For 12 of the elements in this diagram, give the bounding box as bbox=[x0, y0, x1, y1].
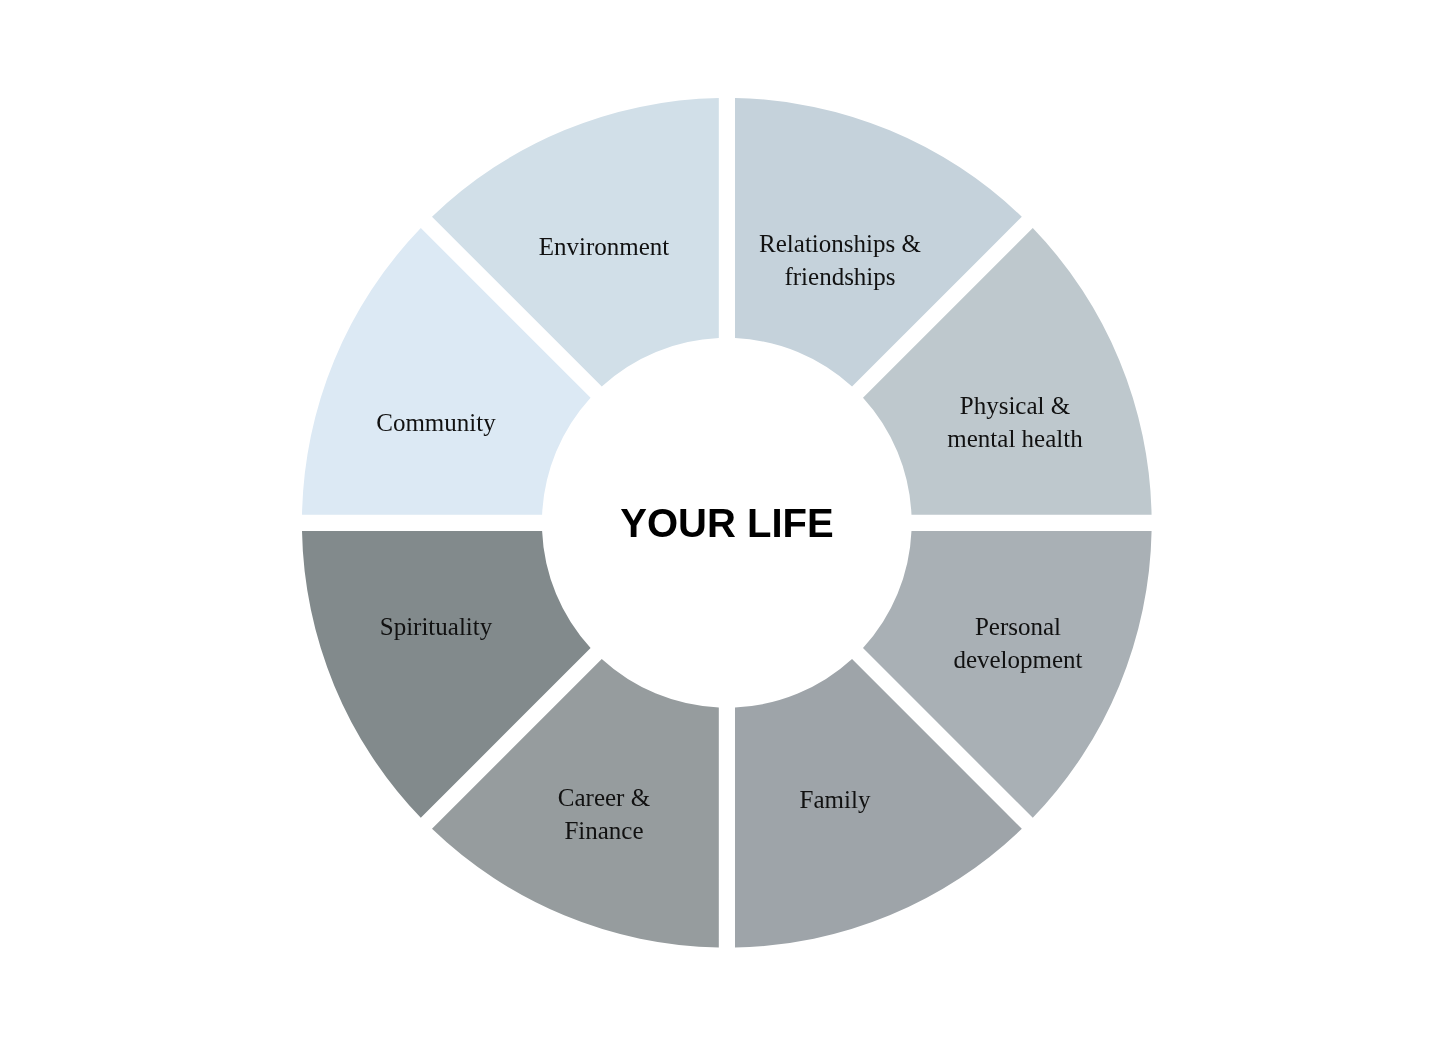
segment-label: Career & Finance bbox=[556, 783, 652, 846]
center-title: YOUR LIFE bbox=[620, 500, 834, 546]
wheel-segment bbox=[735, 98, 1022, 387]
segment-label: Family bbox=[799, 784, 871, 815]
wheel-segment bbox=[432, 659, 719, 948]
segment-label: Environment bbox=[538, 231, 670, 262]
segment-label: Physical & mental health bbox=[946, 391, 1084, 454]
wheel-segment bbox=[432, 98, 719, 387]
segment-label: Community bbox=[376, 407, 496, 438]
segment-label: Personal development bbox=[952, 612, 1084, 675]
segment-label: Spirituality bbox=[379, 611, 493, 642]
segment-label: Relationships & friendships bbox=[758, 229, 922, 292]
